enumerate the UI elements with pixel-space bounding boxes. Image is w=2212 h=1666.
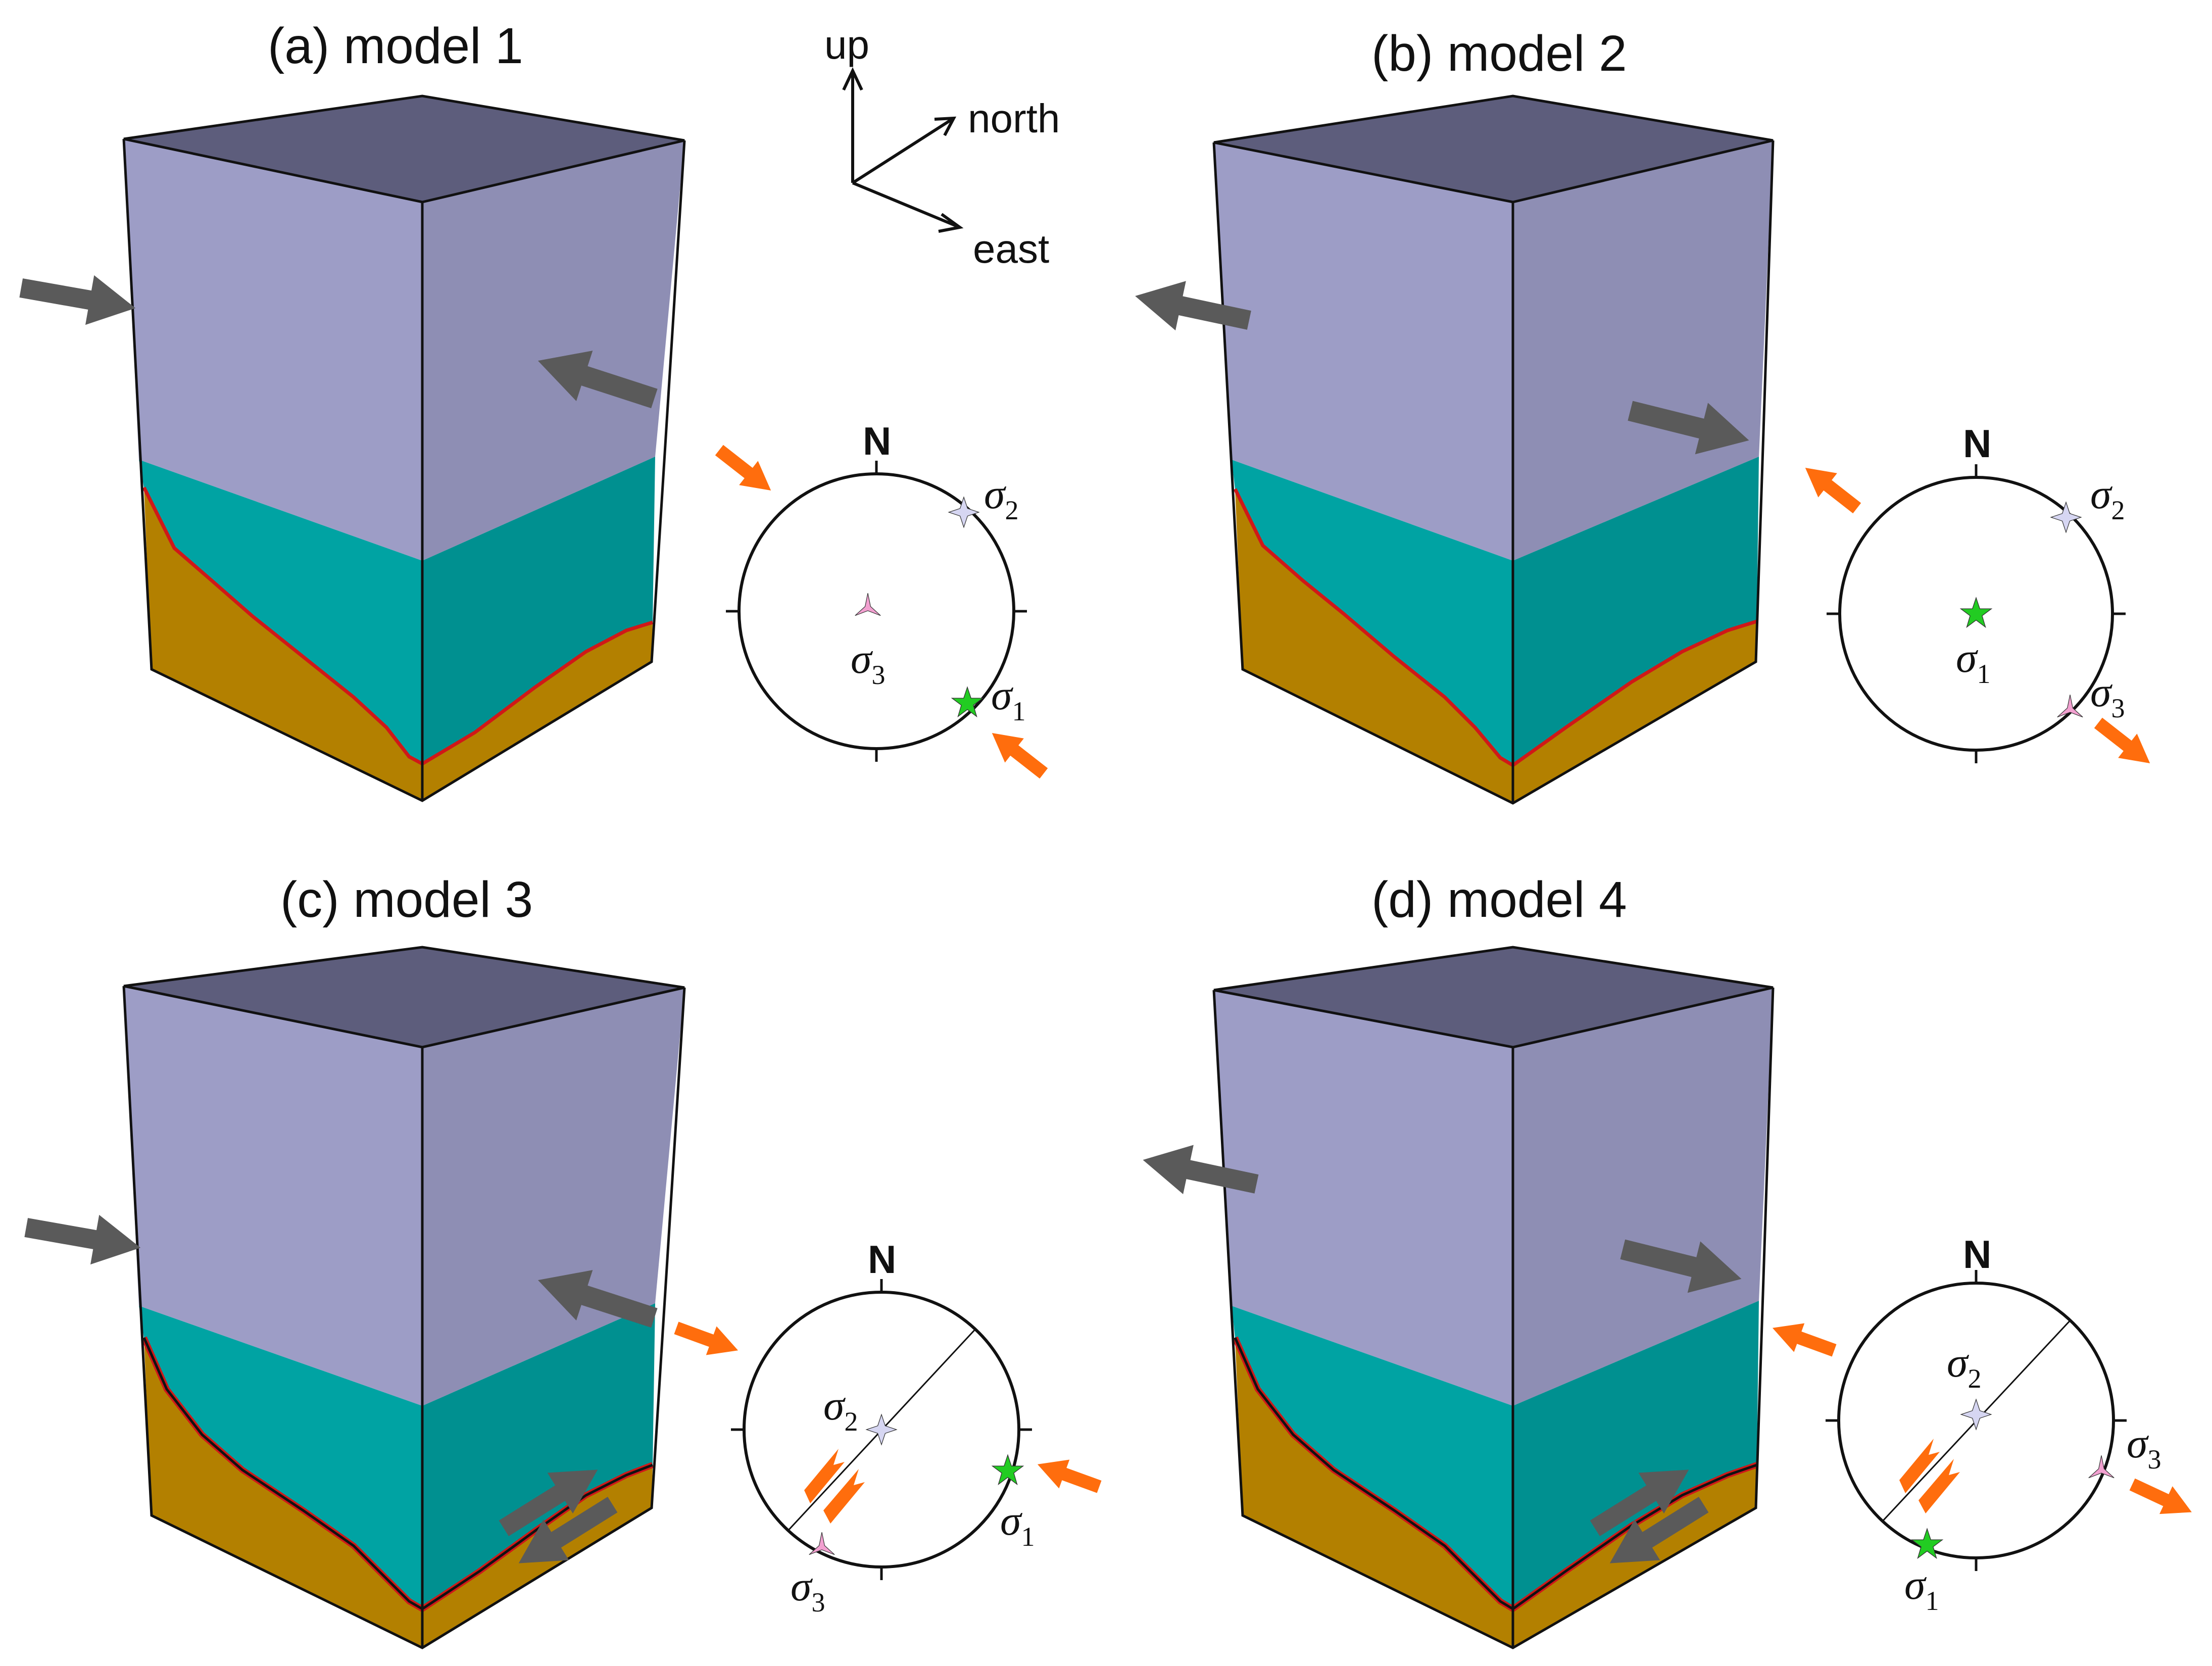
lower-layer-side: [422, 622, 653, 801]
sigma3-marker: [855, 593, 881, 616]
east-axis-arrow: [852, 181, 964, 233]
stereonet-ticks: [731, 1279, 1032, 1580]
model-block: [122, 94, 686, 802]
sigma2-marker: [948, 497, 979, 528]
middle-layer-side: [1513, 1301, 1759, 1609]
sigma3-marker: [809, 1532, 835, 1555]
middle-layer-side: [1513, 457, 1759, 765]
middle-layer-side: [422, 1303, 655, 1609]
sigma2-label: σ2: [984, 471, 1018, 525]
block-edges: [122, 946, 686, 1649]
upper-layer-side: [422, 140, 684, 561]
orange-compression-arrow-top: [710, 438, 780, 503]
fault-trace-line: [1234, 1337, 1757, 1610]
upper-layer-front: [1214, 142, 1513, 561]
sigma3-label: σ3: [2090, 669, 2125, 723]
sigma2-label: σ2: [2090, 471, 2125, 525]
orange-tension-arrow-top: [1767, 1313, 1840, 1365]
shear-sense-arrows: [1899, 1439, 1960, 1513]
shear-sense-arrows: [804, 1449, 865, 1524]
sigma1-label: σ1: [991, 672, 1025, 726]
north-marker: N: [868, 1237, 896, 1282]
sigma1-marker: [1960, 597, 1992, 628]
panel-title: (b) model 2: [1371, 25, 1627, 82]
orange-compression-arrow-bottom: [1032, 1450, 1105, 1501]
middle-layer-front: [1232, 1306, 1513, 1609]
sigma2-label: σ2: [823, 1382, 858, 1437]
stereonet-ticks: [1827, 464, 2126, 763]
north-marker: N: [1963, 1232, 1991, 1277]
middle-layer-front: [139, 1306, 422, 1609]
north-marker: N: [863, 419, 891, 463]
sigma2-marker: [1960, 1399, 1992, 1430]
panel-b: (b) model 2 N σ2 σ1 σ3: [1129, 25, 2159, 805]
middle-layer-front: [139, 460, 422, 764]
upper-layer-front: [124, 986, 422, 1406]
lower-layer-front: [144, 487, 422, 801]
up-axis-arrow: [842, 67, 863, 183]
block-edges: [122, 94, 686, 802]
block-top-face: [124, 947, 684, 1047]
sigma1-label: σ1: [1956, 634, 1990, 689]
stereonet: N σ2 σ3 σ1: [726, 419, 1027, 762]
model-block: [122, 946, 686, 1649]
panel-d: (d) model 4 N σ2 σ3 σ1: [1138, 871, 2198, 1649]
panel-c: (c) model 3 N σ2 σ1 σ3: [22, 871, 1105, 1649]
block-top-face: [1214, 96, 1773, 202]
stereonet: N σ2 σ1 σ3: [1827, 421, 2126, 763]
orange-compression-arrow-bottom: [982, 721, 1053, 786]
sigma3-label: σ3: [791, 1563, 825, 1618]
middle-layer-front: [1232, 460, 1513, 765]
upper-layer-side: [1513, 988, 1773, 1406]
sigma1-marker: [951, 687, 984, 717]
block-top-face: [1214, 947, 1773, 1047]
sigma1-label: σ1: [1904, 1561, 1939, 1616]
north-marker: N: [1963, 421, 1991, 466]
lower-layer-front: [1235, 1338, 1513, 1648]
stereonet-ticks: [1826, 1270, 2127, 1571]
sigma3-label: σ3: [851, 635, 885, 690]
stereonet-ticks: [726, 461, 1027, 762]
panel-title: (a) model 1: [268, 18, 523, 74]
sigma2-label: σ2: [1947, 1339, 1981, 1394]
lower-layer-front: [144, 1338, 422, 1648]
upper-layer-front: [1214, 990, 1513, 1406]
block-top-face: [124, 96, 684, 202]
orange-compression-arrow-top: [671, 1313, 744, 1365]
model-block: [1212, 946, 1775, 1649]
lower-layer-side: [1513, 621, 1757, 803]
sigma3-label: σ3: [2127, 1420, 2161, 1475]
upper-layer-front: [124, 139, 422, 561]
model-block: [1212, 94, 1775, 805]
block-edges: [1212, 94, 1775, 805]
panel-title: (d) model 4: [1371, 871, 1627, 928]
east-label: east: [973, 226, 1049, 271]
gray-force-arrow-left: [17, 263, 140, 333]
sigma2-marker: [2050, 502, 2082, 533]
panel-a: (a) model 1 N σ2 σ3 σ1: [17, 18, 1053, 802]
upper-layer-side: [1513, 140, 1773, 561]
layer-interface-line: [142, 486, 654, 766]
orange-tension-arrow-top: [1796, 456, 1866, 520]
middle-layer-side: [422, 457, 655, 764]
layer-interface-line: [1233, 488, 1758, 768]
north-label: north: [968, 96, 1060, 141]
orange-tension-arrow-bottom: [2126, 1471, 2198, 1526]
sigma1-label: σ1: [1000, 1497, 1035, 1552]
axis-indicator: [842, 67, 964, 233]
north-axis-arrow: [852, 116, 957, 184]
up-label: up: [824, 22, 869, 67]
panel-title: (c) model 3: [280, 871, 533, 928]
stereonet: N σ2 σ1 σ3: [731, 1237, 1035, 1618]
block-edges: [1212, 946, 1775, 1649]
gray-force-arrow-left: [22, 1202, 145, 1273]
stereonet: N σ2 σ3 σ1: [1826, 1232, 2161, 1616]
lower-layer-front: [1235, 489, 1513, 803]
